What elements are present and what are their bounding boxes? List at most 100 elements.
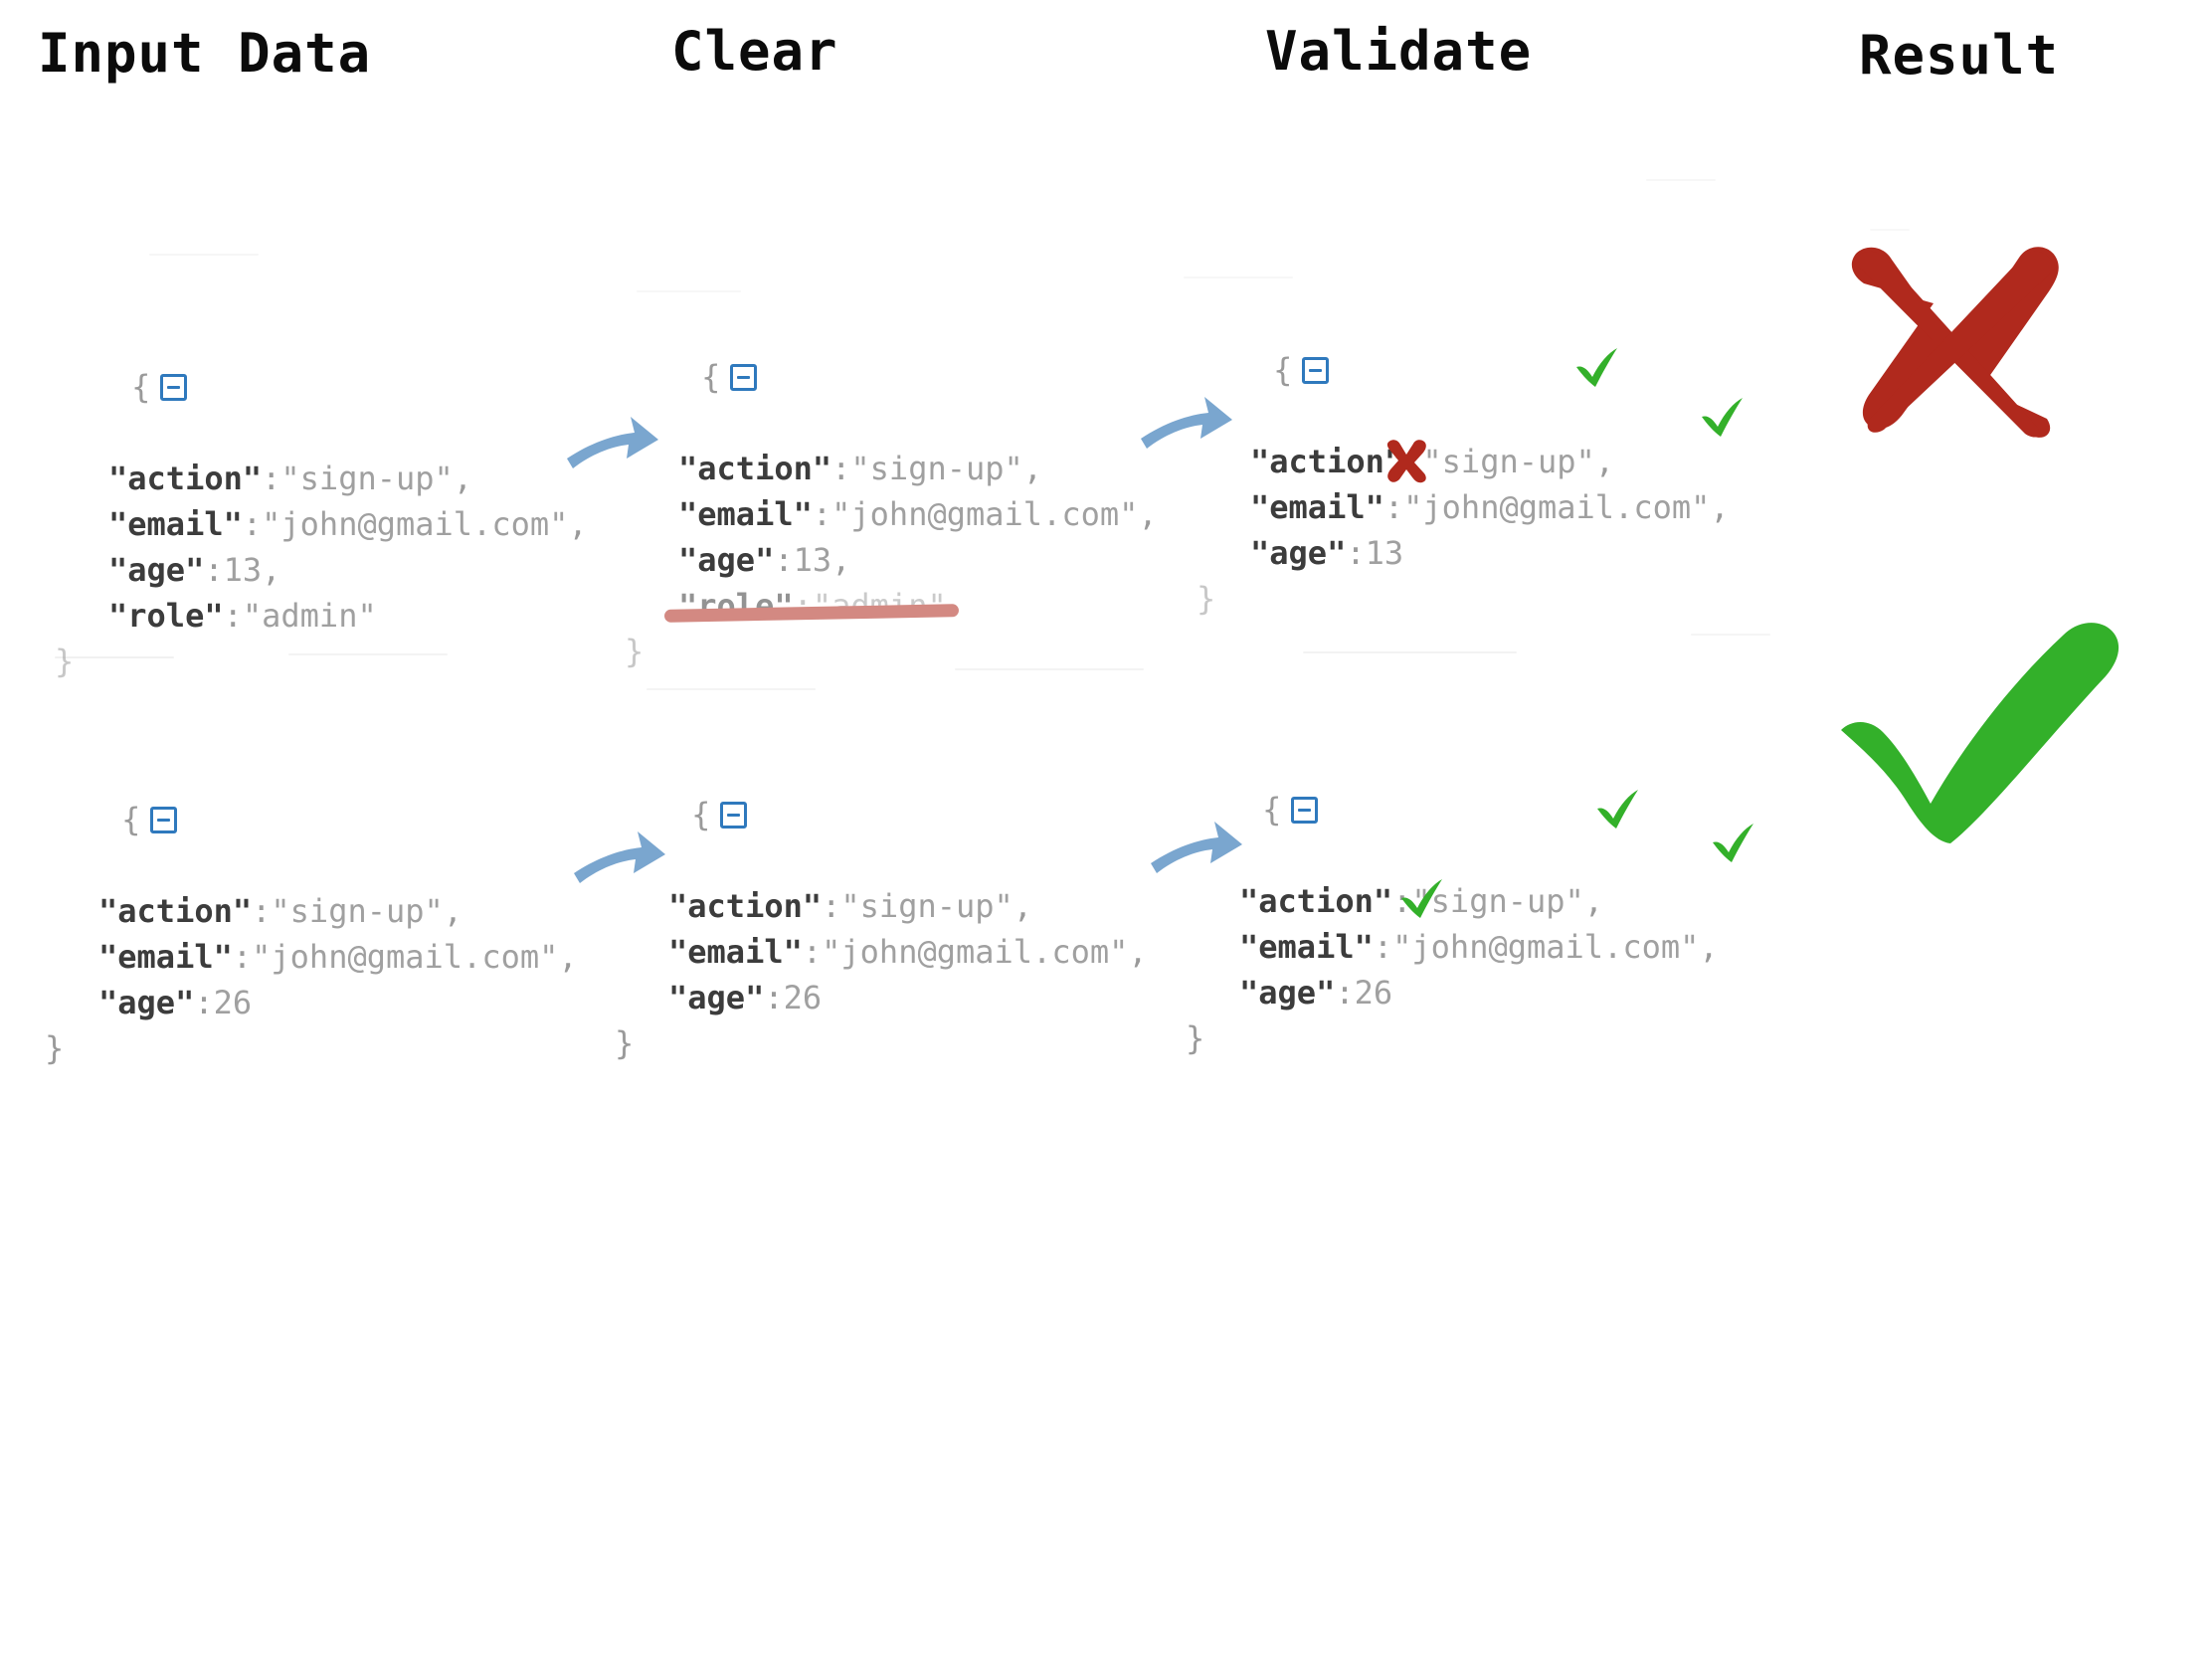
json-colon: : bbox=[764, 979, 784, 1016]
arrow-clear-to-validate-row-1 bbox=[1139, 393, 1234, 464]
json-key: "action" bbox=[108, 460, 263, 497]
json-key: "age" bbox=[678, 541, 775, 579]
paper-smudge bbox=[955, 668, 1144, 670]
minus-square-icon[interactable] bbox=[1302, 357, 1330, 384]
field-check-mark-email-row-1 bbox=[1698, 396, 1748, 440]
paper-smudge bbox=[55, 656, 174, 658]
json-field-role: "role":"admin" bbox=[55, 593, 588, 639]
json-field-action: "action":"sign-up", bbox=[45, 888, 578, 934]
minus-square-icon[interactable] bbox=[730, 364, 758, 391]
json-value: "sign-up" bbox=[271, 892, 444, 930]
json-close-brace-line: } bbox=[615, 1020, 1148, 1066]
json-colon: : bbox=[831, 450, 851, 487]
json-key: "email" bbox=[668, 933, 803, 971]
close-brace: } bbox=[55, 643, 75, 680]
json-value: 26 bbox=[213, 984, 253, 1021]
minus-square-icon[interactable] bbox=[1291, 797, 1319, 824]
json-colon: : bbox=[774, 541, 794, 579]
json-key: "action" bbox=[678, 450, 832, 487]
json-comma: , bbox=[558, 938, 578, 976]
arrow-input-to-clear-row-2 bbox=[572, 828, 667, 899]
json-colon: : bbox=[232, 938, 253, 976]
json-colon: : bbox=[242, 505, 263, 543]
json-colon: : bbox=[262, 460, 281, 497]
json-field-age: "age":13, bbox=[625, 537, 1158, 583]
paper-smudge bbox=[1691, 634, 1770, 636]
paper-smudge bbox=[1870, 229, 1910, 231]
json-comma: , bbox=[1710, 488, 1730, 526]
json-open-brace-line: { bbox=[1186, 741, 1719, 878]
result-check-mark-row-2 bbox=[1835, 609, 2138, 847]
minus-square-icon[interactable] bbox=[720, 802, 748, 829]
json-block-input-row-2: { "action":"sign-up", "email":"john@gmai… bbox=[45, 751, 578, 1071]
json-value: "sign-up" bbox=[280, 460, 454, 497]
json-comma: , bbox=[262, 551, 281, 589]
json-value: 26 bbox=[1354, 974, 1393, 1012]
json-field-age: "age":13 bbox=[1197, 530, 1730, 576]
json-key: "age" bbox=[98, 984, 195, 1021]
json-colon: : bbox=[223, 597, 243, 635]
open-brace: { bbox=[121, 801, 141, 838]
json-colon: : bbox=[1383, 488, 1404, 526]
json-key: "email" bbox=[1239, 928, 1374, 966]
stage-title-clear: Clear bbox=[671, 20, 838, 83]
json-field-action: "action":"sign-up", bbox=[1186, 878, 1719, 924]
json-value: "sign-up" bbox=[1411, 882, 1584, 920]
stage-title-result: Result bbox=[1859, 24, 2060, 87]
close-brace: } bbox=[615, 1024, 635, 1062]
json-close-brace-line: } bbox=[625, 629, 1158, 674]
close-brace: } bbox=[1186, 1019, 1205, 1057]
json-key: "age" bbox=[1239, 974, 1336, 1012]
minus-square-icon[interactable] bbox=[160, 374, 188, 401]
paper-smudge bbox=[1303, 651, 1517, 653]
close-brace: } bbox=[1197, 580, 1216, 618]
json-field-email: "email":"john@gmail.com", bbox=[1186, 924, 1719, 970]
paper-smudge bbox=[288, 653, 448, 655]
json-value: "john@gmail.com" bbox=[822, 933, 1129, 971]
json-colon: : bbox=[812, 495, 832, 533]
json-comma: , bbox=[1594, 443, 1615, 480]
paper-smudge bbox=[637, 290, 741, 292]
json-value: "john@gmail.com" bbox=[1392, 928, 1700, 966]
json-field-email: "email":"john@gmail.com", bbox=[1197, 484, 1730, 530]
json-field-age: "age":26 bbox=[615, 975, 1148, 1020]
json-comma: , bbox=[443, 892, 463, 930]
json-value: 13 bbox=[793, 541, 832, 579]
json-field-email: "email":"john@gmail.com", bbox=[55, 501, 588, 547]
json-open-brace-line: { bbox=[1197, 301, 1730, 439]
json-field-action: "action":"sign-up", bbox=[615, 883, 1148, 929]
json-field-age: "age":26 bbox=[45, 980, 578, 1025]
json-field-email: "email":"john@gmail.com", bbox=[615, 929, 1148, 975]
open-brace: { bbox=[1262, 791, 1282, 829]
field-check-mark-email-row-2 bbox=[1709, 822, 1758, 865]
json-open-brace-line: { bbox=[55, 318, 588, 456]
json-field-email: "email":"john@gmail.com", bbox=[45, 934, 578, 980]
json-close-brace-line: } bbox=[55, 639, 588, 684]
json-comma: , bbox=[1013, 887, 1033, 925]
json-colon: : bbox=[252, 892, 272, 930]
json-colon: : bbox=[822, 887, 841, 925]
json-colon: : bbox=[1335, 974, 1355, 1012]
json-comma: , bbox=[1128, 933, 1148, 971]
close-brace: } bbox=[625, 633, 645, 670]
json-key: "action" bbox=[1250, 443, 1404, 480]
json-comma: , bbox=[831, 541, 851, 579]
result-cross-mark-row-1 bbox=[1842, 242, 2071, 441]
json-key: "age" bbox=[668, 979, 765, 1016]
minus-square-icon[interactable] bbox=[150, 807, 178, 833]
open-brace: { bbox=[691, 796, 711, 833]
json-block-input-row-1: { "action":"sign-up", "email":"john@gmai… bbox=[55, 318, 588, 684]
json-value: "john@gmail.com" bbox=[1403, 488, 1711, 526]
json-block-clear-row-2: { "action":"sign-up", "email":"john@gmai… bbox=[615, 746, 1148, 1066]
json-value: "admin" bbox=[242, 597, 377, 635]
json-open-brace-line: { bbox=[615, 746, 1148, 883]
json-field-age: "age":26 bbox=[1186, 970, 1719, 1015]
json-colon: : bbox=[194, 984, 214, 1021]
json-comma: , bbox=[1583, 882, 1604, 920]
json-key: "action" bbox=[668, 887, 823, 925]
json-field-email: "email":"john@gmail.com", bbox=[625, 491, 1158, 537]
json-field-action: "action":"sign-up", bbox=[1197, 439, 1730, 484]
json-open-brace-line: { bbox=[45, 751, 578, 888]
json-value: "sign-up" bbox=[1422, 443, 1595, 480]
json-colon: : bbox=[1346, 534, 1366, 572]
